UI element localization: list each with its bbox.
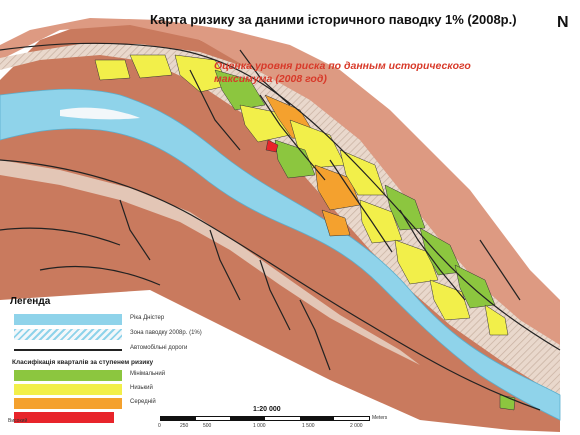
legend-title: Легенда xyxy=(10,296,51,307)
lower-floodplain xyxy=(0,160,420,365)
roads xyxy=(0,42,561,411)
scale-tick: 2 000 xyxy=(350,423,363,429)
class-swatch xyxy=(14,370,122,381)
legend-item-roads: Автомобільні дороги xyxy=(10,344,310,356)
subtitle-line: Оценка уровня риска по данным историческ… xyxy=(214,60,471,72)
legend-item-flood-zone: Зона паводку 2008р. (1%) xyxy=(10,329,310,341)
class-swatch xyxy=(14,398,122,409)
map-subtitle: Оценка уровня риска по данным историческ… xyxy=(214,60,534,86)
legend-class-high: Високий xyxy=(8,412,310,424)
legend-item-label: Зона паводку 2008р. (1%) xyxy=(130,330,202,336)
legend-class-label: Високий xyxy=(8,418,28,424)
scale-tick: 0 xyxy=(158,423,161,429)
flood-zone-swatch xyxy=(14,329,122,340)
legend-item-river: Ріка Дністер xyxy=(10,314,310,326)
classification-title: Класифікація кварталів за ступенем ризик… xyxy=(12,359,154,366)
map-title: Карта ризику за даними історичного павод… xyxy=(150,12,517,27)
legend-item-label: Ріка Дністер xyxy=(130,315,165,321)
legend-class-low: Низький xyxy=(10,384,310,396)
north-arrow-icon: N xyxy=(557,14,569,31)
scale-bar xyxy=(160,416,370,421)
river-dniester xyxy=(0,88,561,421)
scale-unit: Meters xyxy=(372,415,388,421)
class-swatch xyxy=(14,412,114,423)
scale-tick: 500 xyxy=(203,423,212,429)
legend-class-label: Мінімальний xyxy=(130,371,166,377)
scale-tick: 250 xyxy=(180,423,189,429)
legend-class-medium: Середній xyxy=(10,398,310,410)
river-swatch xyxy=(14,314,122,325)
scale-tick: 1 500 xyxy=(302,423,315,429)
legend-class-label: Середній xyxy=(130,399,156,405)
map-legend: Легенда Ріка Дністер Зона паводку 2008р.… xyxy=(8,296,387,429)
scale-ratio: 1:20 000 xyxy=(253,406,281,413)
legend-class-label: Низький xyxy=(130,385,153,391)
scale-tick: 1 000 xyxy=(253,423,266,429)
legend-item-label: Автомобільні дороги xyxy=(130,345,188,351)
legend-class-minimal: Мінімальний xyxy=(10,370,310,382)
river-island xyxy=(60,107,140,120)
road-line-swatch xyxy=(14,349,122,351)
risk-quarters xyxy=(94,54,516,411)
class-swatch xyxy=(14,384,122,395)
subtitle-line: максимума (2008 год) xyxy=(214,73,327,85)
